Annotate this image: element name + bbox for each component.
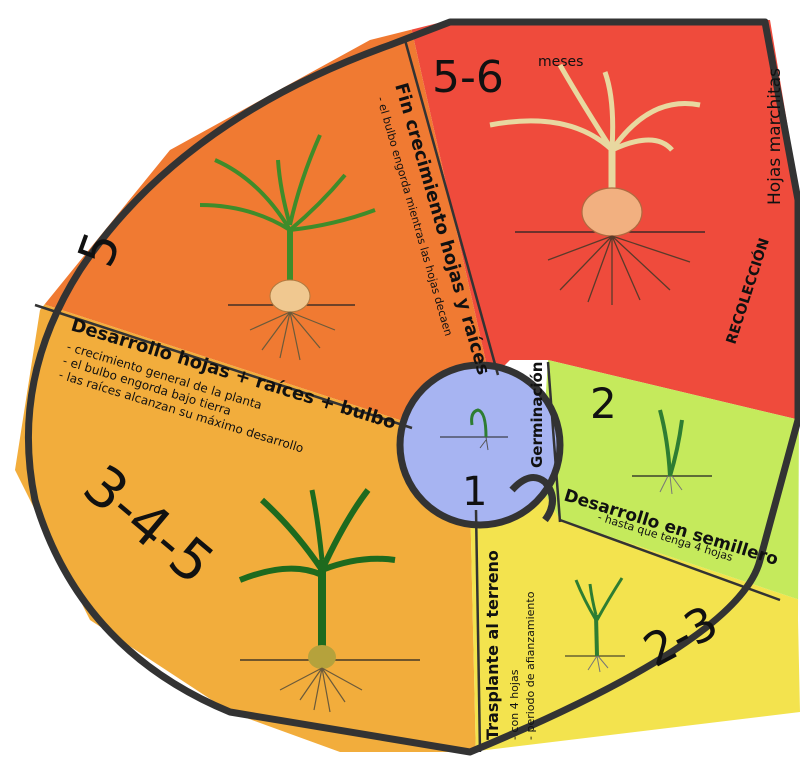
- semillero-number: 2: [590, 379, 617, 428]
- recoleccion-number: 5-6: [432, 52, 504, 103]
- recoleccion-note: Hojas marchitas: [765, 68, 785, 205]
- germinacion-number: 1: [462, 469, 487, 515]
- trasplante-note-2: - periodo de afianzamiento: [524, 591, 537, 740]
- germinacion-title: Germinación: [528, 362, 546, 468]
- trasplante-note-1: - con 4 hojas: [508, 669, 521, 740]
- trasplante-title: Trasplante al terreno: [483, 550, 502, 740]
